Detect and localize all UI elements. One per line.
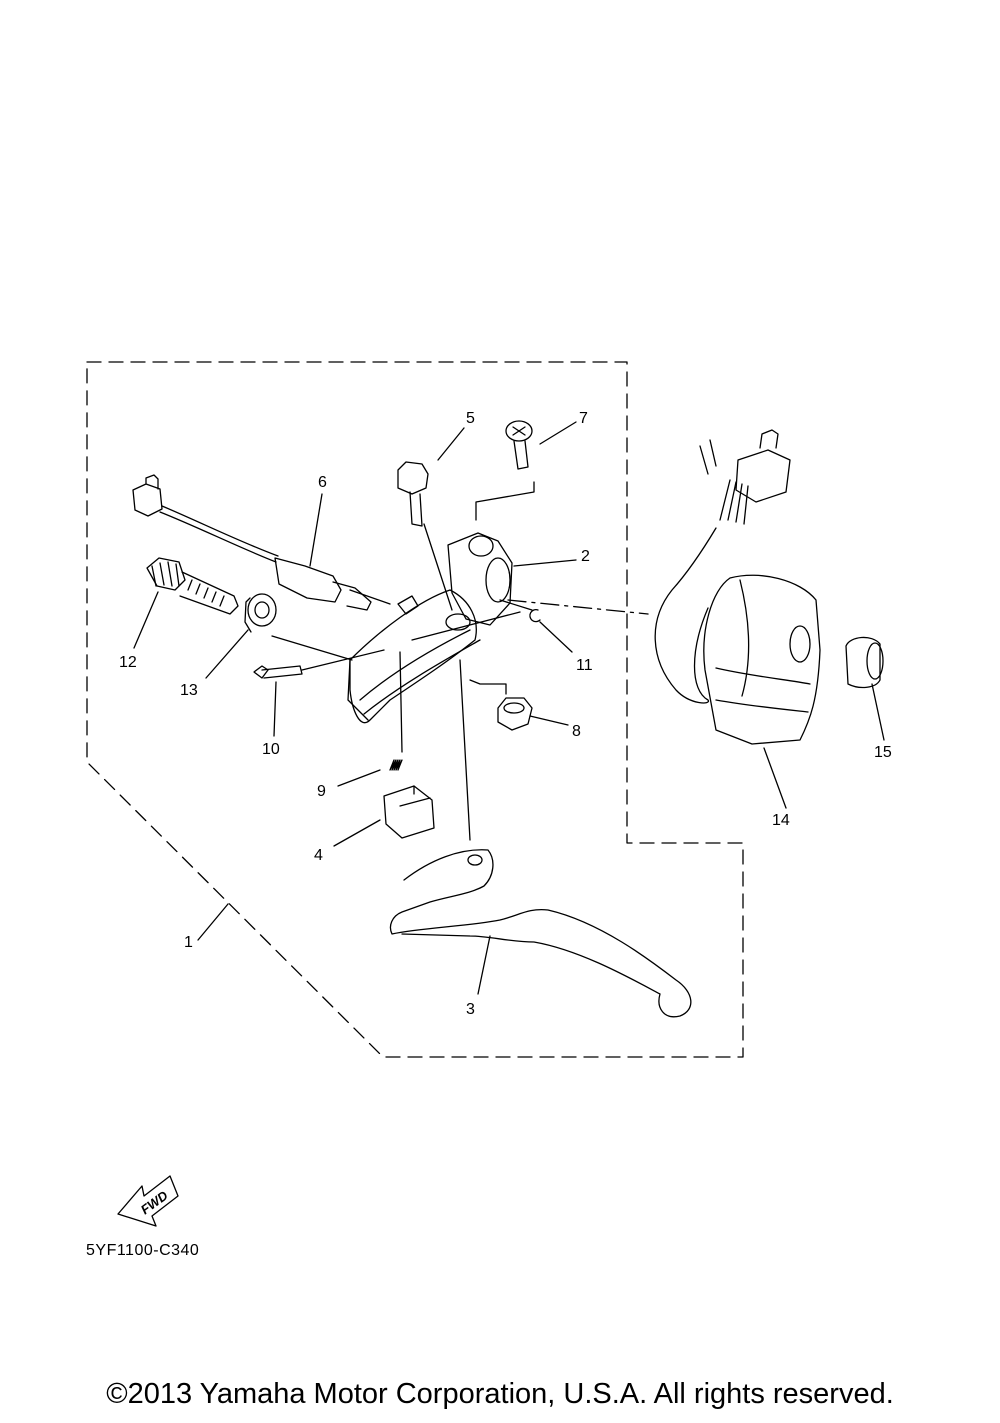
label-8: 8 [572,723,581,740]
part-14-handlebar-switch [654,429,821,745]
assembly-lines [271,481,649,841]
label-1: 1 [184,934,193,951]
assembly-boundary [86,361,744,1058]
label-9: 9 [317,783,326,800]
label-12: 12 [119,654,137,671]
label-3: 3 [466,1001,475,1018]
part-2-lever-holder [347,532,513,724]
label-10: 10 [262,741,280,758]
part-7-screw [505,420,533,470]
part-6-clutch-switch [132,474,372,611]
label-6: 6 [318,474,327,491]
part-number-labels: 1 2 3 4 5 6 7 8 9 10 11 12 13 14 15 FWD [119,410,892,1217]
label-2: 2 [581,548,590,565]
part-8-nut [497,697,533,731]
fwd-arrow-icon [117,1175,179,1227]
label-leaders [133,421,885,995]
part-9-spring [389,759,403,771]
part-3-lever [389,849,692,1018]
copyright-notice: ©2013 Yamaha Motor Corporation, U.S.A. A… [106,1378,894,1410]
label-15: 15 [874,744,892,761]
part-12-adjuster [146,557,239,615]
part-13-locknut [244,593,277,633]
label-13: 13 [180,682,198,699]
label-14: 14 [772,812,790,829]
part-4-cover [383,785,435,839]
drawing-code: 5YF1100-C340 [86,1242,200,1259]
label-11: 11 [576,657,593,674]
part-11-circlip [529,608,541,623]
part-10-bolt [253,665,303,679]
label-5: 5 [466,410,475,427]
part-5-bolt [397,461,429,527]
part-15-grip-end [845,636,884,689]
label-4: 4 [314,847,323,864]
label-7: 7 [579,410,588,427]
